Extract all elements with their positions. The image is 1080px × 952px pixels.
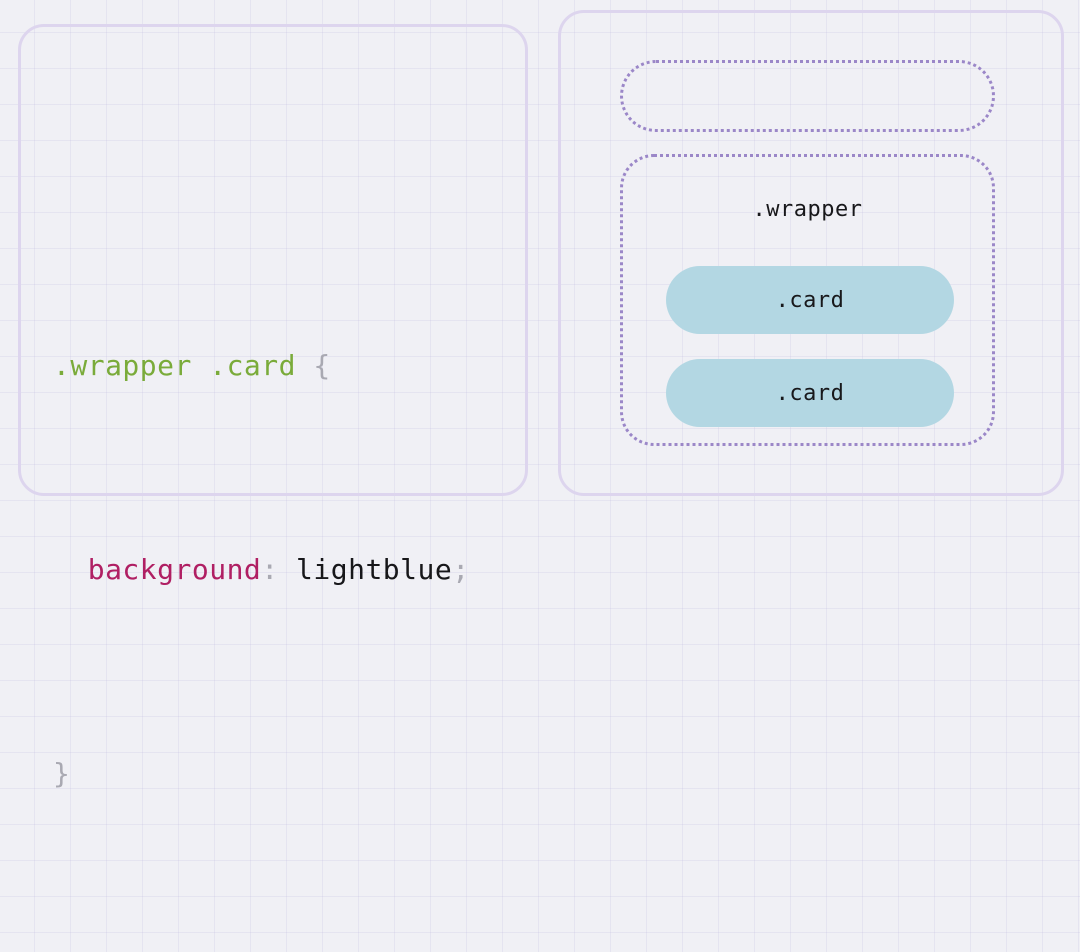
css-property-token: background — [87, 553, 262, 586]
code-line-selector: .wrapper .card { — [53, 340, 523, 391]
css-code-block: .wrapper .card { background: lightblue; … — [53, 187, 523, 952]
css-code-panel: .wrapper .card { background: lightblue; … — [18, 24, 528, 790]
preview-panel — [558, 10, 1064, 496]
wrapper-label: .wrapper — [752, 197, 863, 222]
close-brace-token: } — [53, 757, 71, 790]
code-space-2 — [279, 553, 296, 586]
code-space-1 — [296, 349, 313, 382]
card-item: .card — [666, 359, 954, 427]
code-indent — [53, 553, 88, 586]
card-label: .card — [775, 287, 845, 313]
open-brace-token: { — [313, 349, 331, 382]
wrapper-container: .wrapper .card .card — [620, 154, 995, 446]
diagram-stage: .wrapper .card { background: lightblue; … — [18, 10, 1064, 790]
empty-dotted-pill — [620, 60, 995, 132]
card-item: .card — [666, 266, 954, 334]
css-selector-token: .wrapper .card — [53, 349, 297, 382]
code-line-close: } — [53, 748, 523, 799]
css-value-token: lightblue — [296, 553, 453, 586]
semicolon-token: ; — [452, 553, 470, 586]
code-line-declaration: background: lightblue; — [53, 544, 523, 595]
colon-token: : — [261, 553, 279, 586]
card-label: .card — [775, 380, 845, 406]
